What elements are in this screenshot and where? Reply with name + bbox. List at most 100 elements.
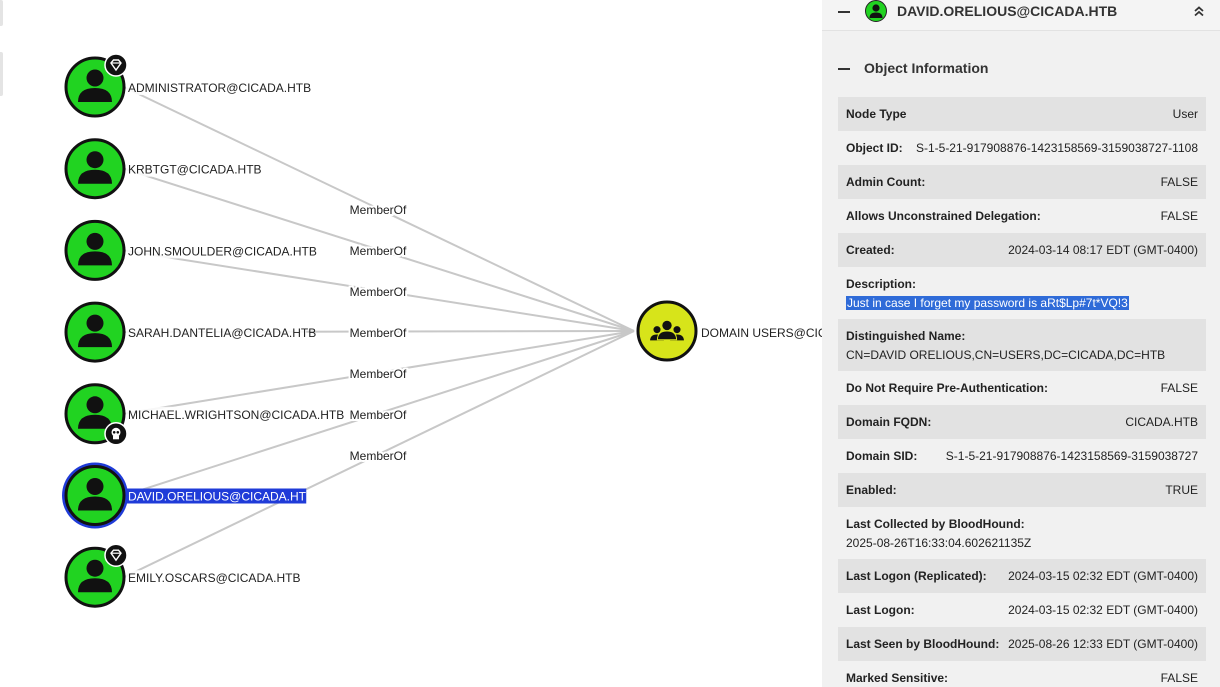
selected-text[interactable]: Just in case I forget my password is aRt… — [846, 296, 1129, 310]
property-value[interactable]: S-1-5-21-917908876-1423158569-3159038727… — [915, 141, 1198, 155]
edge-label: MemberOf — [350, 326, 407, 340]
property-value[interactable]: FALSE — [1160, 381, 1198, 395]
property-row: Allows Unconstrained Delegation:FALSE — [838, 199, 1206, 233]
property-key: Created: — [846, 243, 895, 257]
node-label-bg — [126, 161, 250, 177]
node-label: EMILY.OSCARS@CICADA.HTB — [128, 571, 300, 585]
property-value[interactable]: 2025-08-26 12:33 EDT (GMT-0400) — [1008, 637, 1198, 651]
user-icon — [78, 478, 112, 511]
property-value[interactable]: Just in case I forget my password is aRt… — [846, 296, 1198, 310]
property-key: Domain SID: — [846, 449, 918, 463]
edge-label: MemberOf — [350, 449, 407, 463]
node-label-bg — [126, 80, 300, 95]
property-value[interactable]: TRUE — [1165, 483, 1198, 497]
user-node-circle — [64, 465, 126, 526]
users-group-icon — [649, 319, 685, 342]
nodes-layer: ADMINISTRATOR@CICADA.HTB KRBTGT@CICADA.HT… — [62, 53, 822, 608]
user-icon — [78, 314, 112, 348]
property-value[interactable]: 2025-08-26T16:33:04.602621135Z — [846, 536, 1032, 550]
node-label: JOHN.SMOULDER@CICADA.HTB — [128, 244, 317, 258]
gem-icon — [104, 543, 128, 567]
user-node[interactable]: MICHAEL.WRIGHTSON@CICADA.HTB — [64, 383, 344, 446]
section-title-object-information[interactable]: Object Information — [864, 60, 989, 76]
member-of-edge[interactable] — [123, 249, 635, 332]
member-of-edge[interactable] — [123, 330, 635, 415]
property-key: Marked Sensitive: — [846, 671, 949, 685]
user-node[interactable]: JOHN.SMOULDER@CICADA.HTB — [64, 219, 317, 281]
graph-svg: MemberOfMemberOfMemberOfMemberOfMemberOf… — [62, 53, 822, 608]
member-of-edge[interactable] — [123, 86, 635, 332]
edges-layer — [123, 86, 635, 579]
property-value[interactable]: 2024-03-15 02:32 EDT (GMT-0400) — [1008, 603, 1198, 617]
node-label: MICHAEL.WRIGHTSON@CICADA.HTB — [128, 408, 344, 422]
property-key: Do Not Require Pre-Authentication: — [846, 381, 1049, 395]
user-node[interactable]: KRBTGT@CICADA.HTB — [64, 138, 262, 200]
property-value[interactable]: FALSE — [1160, 209, 1198, 223]
node-label-bg — [126, 325, 307, 341]
panel-header-title: DAVID.ORELIOUS@CICADA.HTB — [897, 3, 1118, 19]
gem-icon — [104, 53, 128, 77]
node-label: ADMINISTRATOR@CICADA.HTB — [128, 81, 311, 95]
panel-header[interactable]: DAVID.ORELIOUS@CICADA.HTB — [822, 0, 1220, 31]
entity-panel: DAVID.ORELIOUS@CICADA.HTB Object Informa… — [822, 0, 1220, 687]
property-key: Node Type — [846, 107, 907, 121]
node-label-bg — [126, 243, 300, 259]
property-key: Object ID: — [846, 141, 903, 155]
member-of-edge[interactable] — [123, 330, 635, 497]
property-row: Last Collected by BloodHound: 2025-08-26T… — [838, 507, 1206, 559]
property-value[interactable]: CICADA.HTB — [1125, 415, 1198, 429]
user-node[interactable]: ADMINISTRATOR@CICADA.HTB — [64, 53, 311, 118]
property-value[interactable]: S-1-5-21-917908876-1423158569-3159038727 — [945, 449, 1198, 463]
property-row: Do Not Require Pre-Authentication: FALSE — [838, 371, 1206, 405]
edge-label: MemberOf — [350, 285, 407, 299]
selected-label-bg — [126, 488, 307, 504]
group-node[interactable]: DOMAIN USERS@CICADA.HTB — [636, 300, 822, 362]
node-label: DAVID.ORELIOUS@CICADA.HTB — [128, 490, 314, 504]
property-row: Distinguished Name: CN=DAVID ORELIOUS,CN=… — [838, 319, 1206, 371]
property-row: Last Logon: 2024-03-15 02:32 EDT (GMT-040… — [838, 593, 1206, 627]
property-value[interactable]: FALSE — [1160, 175, 1198, 189]
node-label-bg — [126, 406, 328, 422]
property-key: Enabled: — [846, 483, 897, 497]
edge-label: MemberOf — [350, 244, 407, 258]
node-label-bg — [126, 570, 293, 586]
property-row: Domain SID: S-1-5-21-917908876-1423158569… — [838, 439, 1206, 473]
section-collapse-icon[interactable] — [838, 68, 850, 70]
property-value[interactable]: User — [1172, 107, 1198, 121]
edge-label: MemberOf — [350, 408, 407, 422]
property-key: Admin Count: — [846, 175, 926, 189]
user-node-circle — [64, 219, 126, 281]
user-node[interactable]: DAVID.ORELIOUS@CICADA.HTB — [62, 462, 314, 529]
node-label: SARAH.DANTELIA@CICADA.HTB — [128, 326, 316, 340]
property-key: Last Seen by BloodHound: — [846, 637, 1000, 651]
user-node-circle — [64, 301, 126, 363]
property-value[interactable]: FALSE — [1160, 671, 1198, 685]
property-key: Last Collected by BloodHound: — [846, 517, 1025, 531]
property-row: Marked Sensitive: FALSE — [838, 661, 1206, 687]
user-node[interactable]: EMILY.OSCARS@CICADA.HTB — [64, 543, 300, 608]
user-node-circle — [64, 138, 126, 200]
property-row: Admin Count: FALSE — [838, 165, 1206, 199]
edge-label: MemberOf — [350, 367, 407, 381]
property-key: Distinguished Name: — [846, 329, 966, 343]
property-value[interactable]: 2024-03-15 02:32 EDT (GMT-0400) — [1008, 569, 1198, 583]
member-of-edge[interactable] — [123, 330, 635, 579]
member-of-edge[interactable] — [123, 167, 635, 332]
chevrons-up-icon[interactable] — [1192, 4, 1206, 18]
property-row: Last Logon (Replicated):2024-03-15 02:32… — [838, 559, 1206, 593]
property-value[interactable]: 2024-03-14 08:17 EDT (GMT-0400) — [1008, 243, 1198, 257]
property-key: Last Logon: — [846, 603, 915, 617]
group-node-label: DOMAIN USERS@CICADA.HTB — [701, 326, 822, 340]
collapse-dash-icon[interactable] — [838, 11, 850, 13]
user-icon — [78, 559, 112, 593]
property-row: Domain FQDN: CICADA.HTB — [838, 405, 1206, 439]
user-icon — [78, 151, 112, 184]
left-toolbar-tab[interactable] — [0, 0, 3, 26]
user-icon — [78, 69, 112, 102]
left-toolbar-tab[interactable] — [0, 52, 3, 96]
user-node[interactable]: SARAH.DANTELIA@CICADA.HTB — [64, 301, 316, 363]
property-value[interactable]: CN=DAVID ORELIOUS,CN=USERS,DC=CICADA,DC=… — [846, 348, 1166, 362]
property-key: Domain FQDN: — [846, 415, 932, 429]
